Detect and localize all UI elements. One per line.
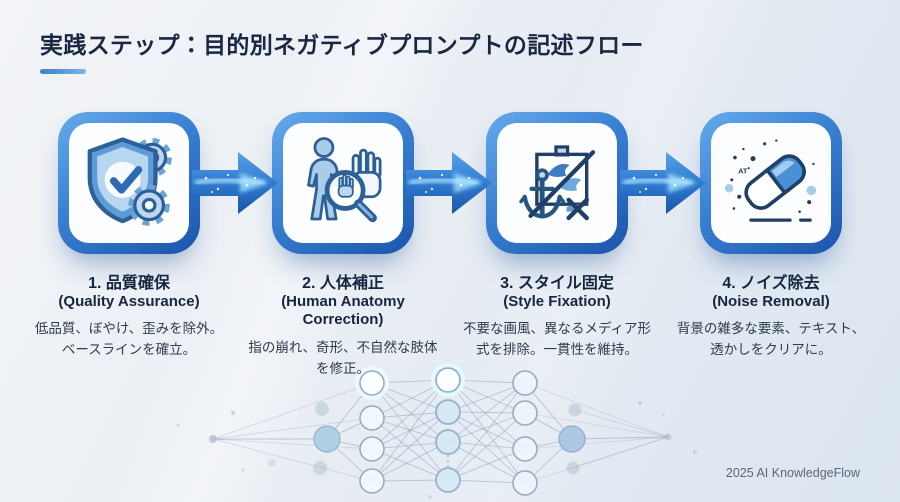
title-underline <box>40 69 86 74</box>
step-4-card-inner: AT <box>711 123 831 243</box>
step-human-anatomy: 2. 人体補正 (Human Anatomy Correction) 指の崩れ、… <box>236 112 450 379</box>
step-1-title: 1. 品質確保 <box>88 275 170 292</box>
step-3-card-inner <box>497 123 617 243</box>
step-4-card: AT <box>700 112 842 254</box>
step-3-description: 不要な画風、異なるメディア形式を排除。一貫性を維持。 <box>462 321 652 358</box>
step-quality-assurance: 1. 品質確保 (Quality Assurance) 低品質、ぼやけ、歪みを除… <box>22 112 236 379</box>
step-4-subtitle: (Noise Removal) <box>712 293 830 310</box>
step-style-fixation: 3. スタイル固定 (Style Fixation) 不要な画風、異なるメディア… <box>450 112 664 379</box>
step-3-subtitle: (Style Fixation) <box>503 293 611 310</box>
step-2-description: 指の崩れ、奇形、不自然な肢体を修正。 <box>248 339 438 376</box>
step-4-description: 背景の雑多な要素、テキスト、透かしをクリアに。 <box>676 321 866 358</box>
eraser-noise-icon: AT <box>724 139 817 222</box>
shield-check-gears-icon <box>87 137 172 226</box>
step-noise-removal: AT 4. ノイズ除去 (Noise Removal) 背景の雑多な要素、テキス… <box>664 112 878 379</box>
eraser-noise-text: AT <box>738 166 748 175</box>
step-1-subtitle: (Quality Assurance) <box>58 293 200 310</box>
step-3-title: 3. スタイル固定 <box>500 275 614 292</box>
page-title: 実践ステップ：目的別ネガティブプロンプトの記述フロー <box>40 32 644 58</box>
step-1-description: 低品質、ぼやけ、歪みを除外。ベースラインを確立。 <box>34 321 224 358</box>
canvas-anchor-crossed-icon <box>519 145 596 221</box>
person-hand-magnifier-icon <box>307 137 382 223</box>
step-2-card-inner <box>283 123 403 243</box>
step-2-title: 2. 人体補正 <box>302 275 384 292</box>
flow-arrow-3 <box>620 152 706 214</box>
neural-network-graphic <box>176 363 707 499</box>
step-1-card <box>58 112 200 254</box>
step-2-card <box>272 112 414 254</box>
steps-flow: 1. 品質確保 (Quality Assurance) 低品質、ぼやけ、歪みを除… <box>0 112 900 379</box>
header: 実践ステップ：目的別ネガティブプロンプトの記述フロー <box>40 26 644 74</box>
flow-arrow-2 <box>406 152 492 214</box>
flow-arrow-1 <box>192 152 278 214</box>
step-2-subtitle: (Human Anatomy Correction) <box>281 293 405 329</box>
step-1-card-inner <box>69 123 189 243</box>
step-3-card <box>486 112 628 254</box>
step-4-title: 4. ノイズ除去 <box>722 275 820 292</box>
footer-credit: 2025 AI KnowledgeFlow <box>725 466 860 480</box>
